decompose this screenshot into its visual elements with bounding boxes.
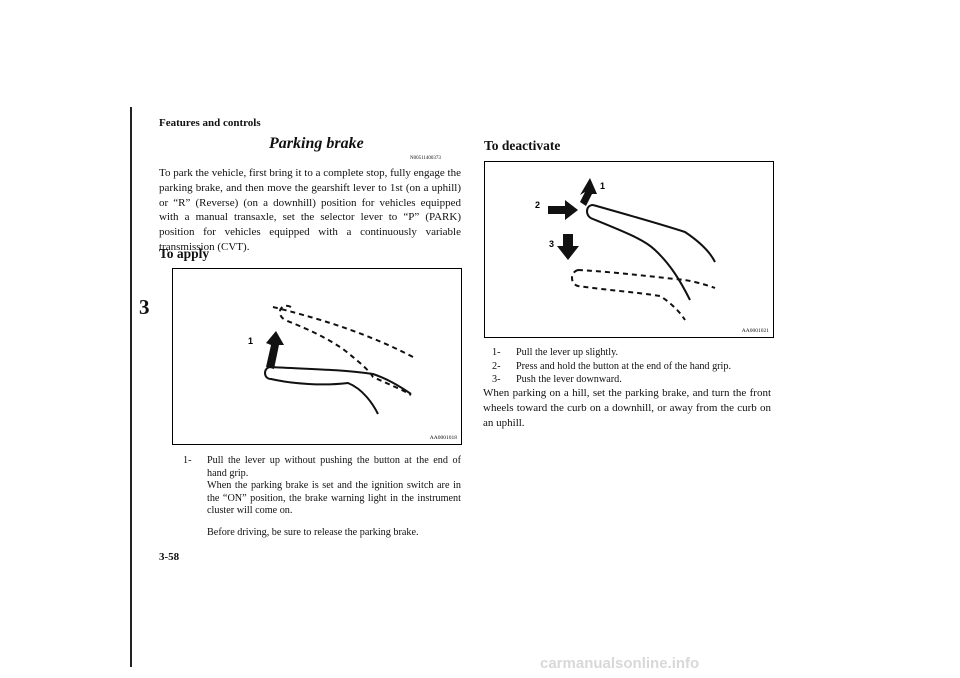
- apply-steps: 1- Pull the lever up without pushing the…: [183, 455, 461, 540]
- intro-paragraph: To park the vehicle, first bring it to a…: [159, 167, 461, 253]
- list-item: 2- Press and hold the button at the end …: [492, 360, 772, 374]
- callout-1: 1: [600, 181, 605, 191]
- callout-3: 3: [549, 239, 554, 249]
- callout-1: 1: [248, 336, 253, 346]
- step-number: 1-: [183, 455, 192, 466]
- chapter-divider: [130, 107, 132, 667]
- callout-2: 2: [535, 200, 540, 210]
- list-item: 3- Push the lever downward.: [492, 373, 772, 387]
- step-number: 1-: [492, 347, 501, 358]
- step-text: Pull the lever up without pushing the bu…: [207, 455, 461, 479]
- list-item: 1- Pull the lever up without pushing the…: [183, 455, 461, 518]
- list-item: 1- Pull the lever up slightly.: [492, 346, 772, 360]
- reference-code: N00511400373: [410, 156, 441, 161]
- step-text-detail: When the parking brake is set and the ig…: [207, 480, 461, 517]
- lever-raise-illustration: 1: [248, 304, 414, 415]
- step-text: Push the lever downward.: [516, 374, 622, 386]
- hill-parking-paragraph: When parking on a hill, set the parking …: [483, 387, 771, 429]
- lever-release-illustration: 1 2 3: [535, 178, 716, 321]
- figure-code: AA0001021: [741, 328, 769, 334]
- release-note: Before driving, be sure to release the p…: [207, 526, 419, 538]
- chapter-number: 3: [139, 295, 150, 319]
- apply-figure: 1 AA0001018: [172, 268, 462, 445]
- step-number: 2-: [492, 360, 501, 372]
- step-text: Pull the lever up slightly.: [516, 347, 619, 358]
- page-title: Parking brake: [269, 135, 364, 152]
- deactivate-steps: 1- Pull the lever up slightly. 2- Press …: [492, 346, 772, 387]
- step-number: 3-: [492, 374, 501, 386]
- watermark[interactable]: carmanualsonline.info: [540, 655, 700, 672]
- figure-code: AA0001018: [429, 435, 457, 441]
- deactivate-figure: 1 2 3 AA0001021: [484, 161, 774, 338]
- deactivate-heading: To deactivate: [484, 138, 561, 153]
- section-header: Features and controls: [159, 117, 261, 129]
- page-number: 3-58: [159, 551, 180, 563]
- apply-heading: To apply: [159, 246, 210, 261]
- step-text: Press and hold the button at the end of …: [516, 360, 732, 372]
